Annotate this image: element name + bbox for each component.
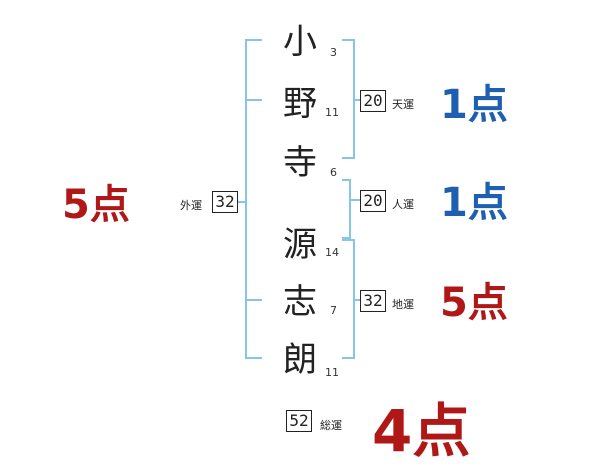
tenkaku-label: 天運 xyxy=(392,98,414,111)
stroke-count-2: 11 xyxy=(325,106,339,119)
chikaku-bracket xyxy=(342,239,355,359)
stroke-count-6: 11 xyxy=(325,366,339,379)
jinkaku-label: 人運 xyxy=(392,198,414,211)
name-char-2: 野 xyxy=(283,84,317,124)
name-char-5: 志 xyxy=(283,282,317,322)
name-char-6: 朗 xyxy=(283,340,317,380)
soukaku-value: 52 xyxy=(286,410,312,432)
name-char-1: 小 xyxy=(283,22,317,62)
jinkaku-bracket xyxy=(342,179,351,239)
tenkaku-score: 1点 xyxy=(440,82,508,128)
chikaku-score: 5点 xyxy=(440,280,508,326)
jinkaku-score: 1点 xyxy=(440,180,508,226)
gaikaku-value: 32 xyxy=(212,191,238,213)
soukaku-label: 総運 xyxy=(320,419,342,432)
name-char-3: 寺 xyxy=(283,143,317,183)
stroke-count-1: 3 xyxy=(330,46,337,59)
tenkaku-bracket xyxy=(342,39,355,159)
gaikaku-label: 外運 xyxy=(180,199,202,212)
chikaku-label: 地運 xyxy=(392,298,414,311)
chikaku-value: 32 xyxy=(360,290,386,312)
outer-bracket xyxy=(245,39,262,359)
stroke-count-5: 7 xyxy=(330,304,337,317)
soukaku-score: 4点 xyxy=(372,397,471,465)
gaikaku-score: 5点 xyxy=(62,182,130,228)
jinkaku-value: 20 xyxy=(360,190,386,212)
tenkaku-value: 20 xyxy=(360,90,386,112)
name-char-4: 源 xyxy=(283,225,317,265)
stroke-count-3: 6 xyxy=(330,166,337,179)
stroke-count-4: 14 xyxy=(325,246,339,259)
